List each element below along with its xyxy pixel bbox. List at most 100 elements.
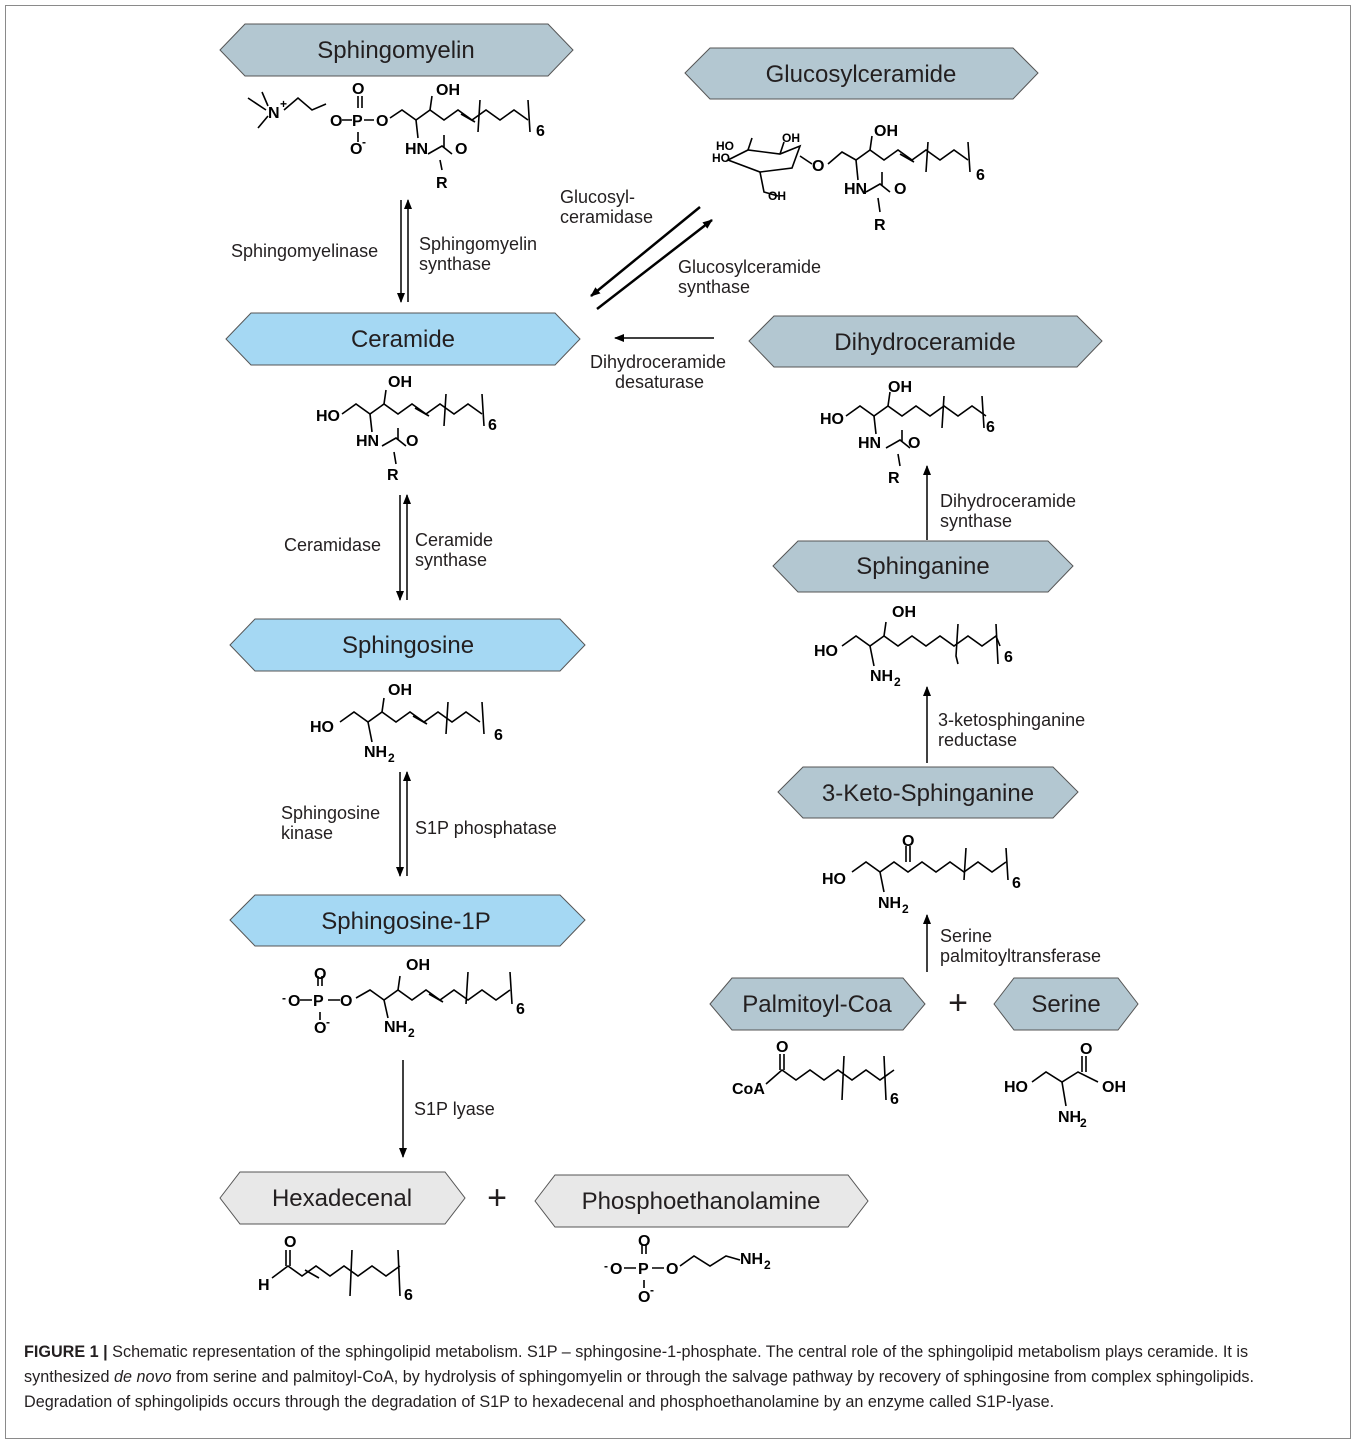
s1p-6: 6 — [516, 1001, 525, 1018]
gc-o2: O — [894, 181, 906, 198]
sm-hn: HN — [405, 141, 428, 158]
label-s1p-phosphatase: S1P phosphatase — [415, 818, 557, 838]
structure-dihydroceramide: HO OH HN O R 6 — [820, 379, 995, 487]
label-ceramidase: Ceramidase — [284, 535, 381, 555]
cer-oh: OH — [388, 374, 412, 391]
ks-6: 6 — [1012, 875, 1021, 892]
ser-o: O — [1080, 1041, 1092, 1058]
box-3-keto-sphinganine: 3-Keto-Sphinganine — [777, 766, 1079, 819]
caption-text-1: Schematic representation of the sphingol… — [24, 1343, 1249, 1386]
ser-ho: HO — [1004, 1079, 1028, 1096]
box-dihydroceramide: Dihydroceramide — [748, 315, 1103, 368]
dhc-r: R — [888, 470, 900, 487]
ks-nh-2: 2 — [902, 902, 909, 916]
box-serine-label: Serine — [1031, 991, 1100, 1018]
box-sphingosine-label: Sphingosine — [342, 632, 474, 659]
spa-nh-2: 2 — [894, 675, 901, 689]
label-dihydroceramide-synthase-1: Dihydroceramide — [940, 491, 1076, 511]
gc-ho2: HO — [716, 139, 734, 153]
sph-nh-2: 2 — [388, 751, 395, 765]
box-glucosylceramide-label: Glucosylceramide — [766, 61, 957, 88]
ks-nh: NH — [878, 895, 901, 912]
spa-oh: OH — [892, 604, 916, 621]
s1p-nh-2: 2 — [408, 1026, 415, 1040]
gc-6: 6 — [976, 167, 985, 184]
sm-p: P — [352, 113, 363, 130]
box-sphingosine: Sphingosine — [229, 618, 586, 672]
spa-nh: NH — [870, 668, 893, 685]
pe-o1-charge: - — [604, 1259, 608, 1273]
dhc-oh: OH — [888, 379, 912, 396]
pe-o3-charge: - — [650, 1283, 654, 1297]
gc-oh1: OH — [782, 131, 800, 145]
pe-nh-2: 2 — [764, 1258, 771, 1272]
label-s1p-lyase: S1P lyase — [414, 1099, 495, 1119]
box-sphingosine-1p-label: Sphingosine-1P — [321, 908, 490, 935]
sm-o4: O — [376, 113, 388, 130]
sm-o3: O — [350, 141, 362, 158]
sphingolipid-pathway-diagram: Sphingomyelin Glucosylceramide Ceramide … — [219, 23, 1139, 1306]
pe-o3: O — [638, 1289, 650, 1306]
sm-n: N — [268, 105, 280, 122]
sm-o3-charge: - — [362, 135, 366, 149]
structure-glucosylceramide: HO HO OH OH O OH HN O R 6 — [712, 123, 985, 234]
pe-o1: O — [610, 1261, 622, 1278]
label-sphingomyelin-synthase-2: synthase — [419, 254, 491, 274]
label-glucosylceramide-synthase-2: synthase — [678, 277, 750, 297]
label-dihydroceramide-desaturase-1: Dihydroceramide — [590, 352, 726, 372]
caption-text-2: from serine and palmitoyl-CoA, by hydrol… — [24, 1368, 1254, 1411]
box-sphinganine: Sphinganine — [772, 540, 1074, 593]
dhc-ho: HO — [820, 411, 844, 428]
sm-oh: OH — [436, 82, 460, 99]
structure-phosphoethanolamine: - O P O O - O NH 2 — [604, 1233, 771, 1306]
figure-frame — [5, 5, 1351, 1439]
caption-italic: de novo — [113, 1368, 172, 1386]
label-ceramide-synthase-2: synthase — [415, 550, 487, 570]
box-ceramide-label: Ceramide — [351, 326, 455, 353]
label-sphingomyelin-synthase-1: Sphingomyelin — [419, 234, 537, 254]
pe-o2: O — [638, 1233, 650, 1250]
cer-r: R — [387, 467, 399, 484]
hex-6: 6 — [404, 1287, 413, 1304]
gc-ho1: HO — [712, 151, 730, 165]
hex-o: O — [284, 1234, 296, 1251]
s1p-oh: OH — [406, 957, 430, 974]
arrow-glucosylceramide-synthase — [596, 219, 713, 310]
arrows — [396, 199, 931, 1158]
spa-ho: HO — [814, 643, 838, 660]
gc-oh: OH — [874, 123, 898, 140]
gc-r: R — [874, 217, 886, 234]
pe-nh: NH — [740, 1251, 763, 1268]
structure-3-keto-sphinganine: HO O NH 2 6 — [822, 833, 1021, 916]
ks-o: O — [902, 833, 914, 850]
s1p-o4: O — [340, 993, 352, 1010]
caption-figure-label: FIGURE 1 | — [24, 1343, 108, 1361]
structure-sphinganine: HO OH NH 2 6 — [814, 604, 1013, 689]
cer-6: 6 — [488, 417, 497, 434]
gc-oh2: OH — [768, 189, 786, 203]
ser-nh-2: 2 — [1080, 1116, 1087, 1130]
structure-sphingosine: HO OH NH 2 6 — [310, 682, 503, 765]
gc-o: O — [812, 158, 824, 175]
structure-palmitoyl-coa: O CoA 6 — [732, 1039, 899, 1108]
sm-o2: O — [352, 81, 364, 98]
sm-o1: O — [330, 113, 342, 130]
s1p-o3: O — [314, 1020, 326, 1037]
sph-6: 6 — [494, 727, 503, 744]
structure-sphingomyelin: N + O P O O - O OH HN O R 6 — [247, 81, 545, 192]
sm-r: R — [436, 175, 448, 192]
plus-sign-substrates: + — [948, 984, 968, 1022]
structure-sphingosine-1p: - O P O O - O OH NH 2 6 — [282, 957, 525, 1040]
label-glucosylceramidase-1: Glucosyl- — [560, 187, 635, 207]
box-phosphoethanolamine-label: Phosphoethanolamine — [582, 1188, 821, 1215]
box-palmitoyl-coa: Palmitoyl-Coa — [709, 977, 926, 1031]
pc-o: O — [776, 1039, 788, 1056]
box-serine: Serine — [993, 977, 1139, 1031]
sm-o5: O — [455, 141, 467, 158]
box-sphinganine-label: Sphinganine — [856, 553, 989, 580]
box-sphingosine-1p: Sphingosine-1P — [229, 894, 586, 947]
sph-nh: NH — [364, 744, 387, 761]
pe-o4: O — [666, 1261, 678, 1278]
label-dihydroceramide-desaturase-2: desaturase — [615, 372, 704, 392]
label-sphingosine-kinase-1: Sphingosine — [281, 803, 380, 823]
